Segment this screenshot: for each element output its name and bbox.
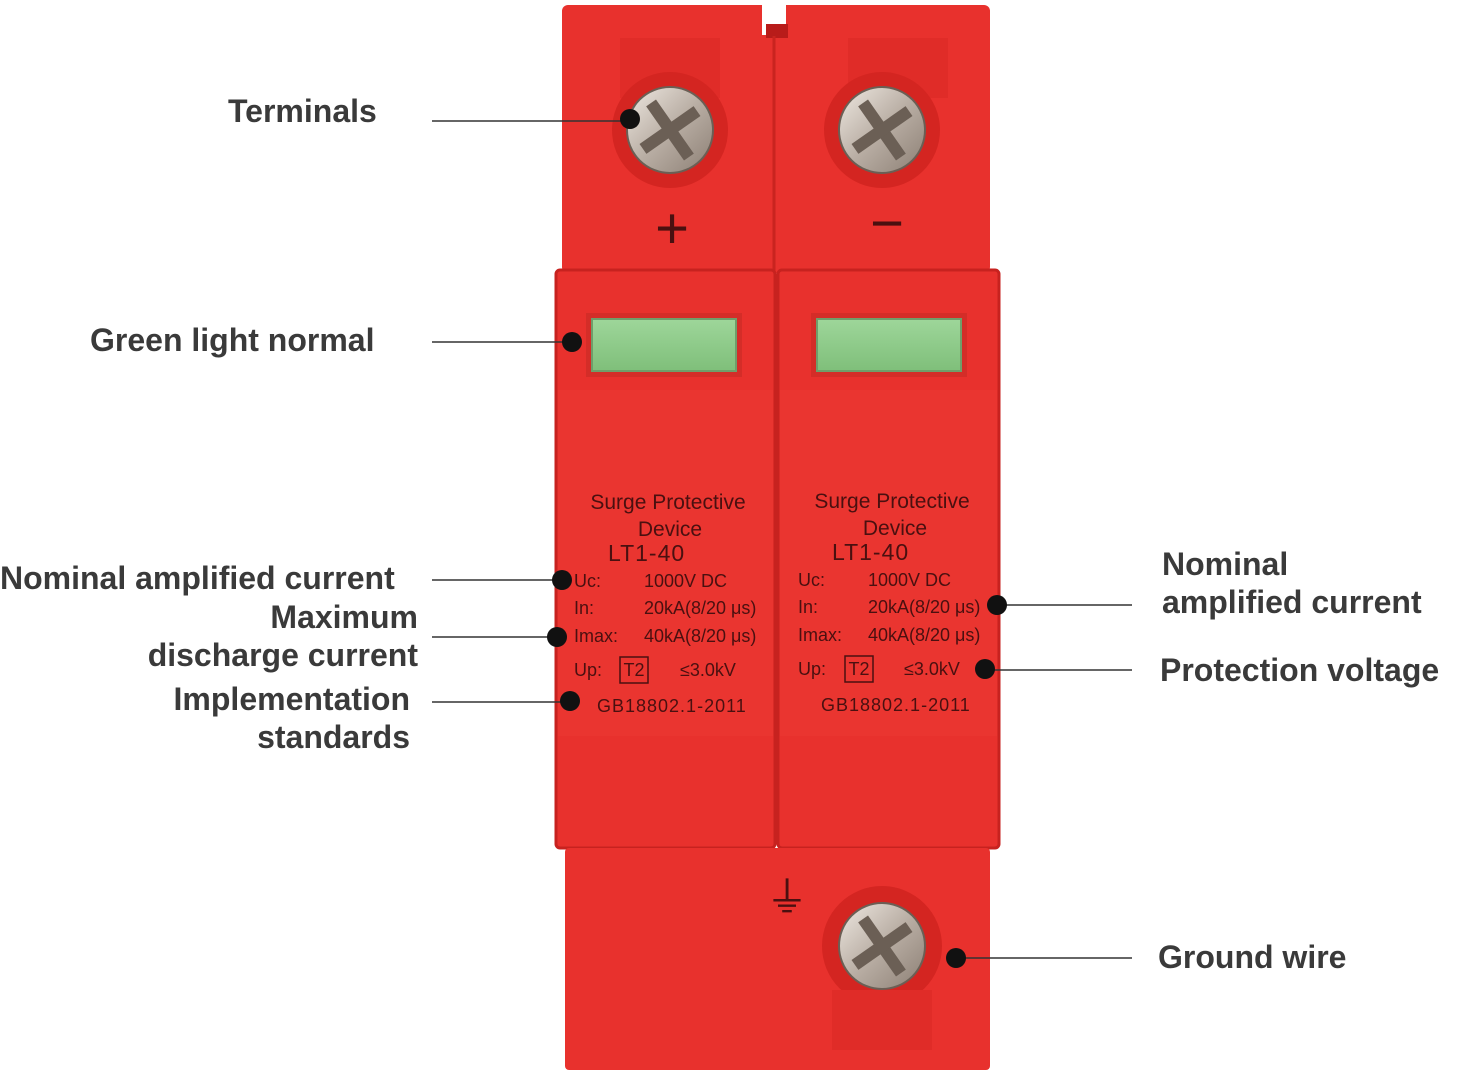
in-value: 20kA(8/20 μs) [868, 597, 980, 617]
callout-nominal-right-line1: Nominal [1162, 546, 1289, 582]
up-value: ≤3.0kV [680, 660, 736, 680]
callout-max-discharge: Maximum discharge current [100, 598, 418, 674]
up-class: T2 [623, 660, 644, 680]
module-title: Device [638, 518, 702, 541]
module-right-label: Surge Protective Device LT1-40 Uc: 1000V… [798, 490, 980, 715]
up-label: Up: [798, 659, 826, 679]
dot-nominal-right [987, 595, 1007, 615]
dot-ground-wire [946, 948, 966, 968]
callout-max-discharge-line1: Maximum [270, 599, 418, 635]
indicator-window-right [816, 318, 962, 372]
uc-label: Uc: [574, 571, 601, 591]
callout-nominal-right-line2: amplified current [1162, 584, 1422, 620]
callout-ground-wire: Ground wire [1158, 939, 1347, 975]
terminal-screw-positive [626, 86, 714, 174]
module-title: Surge Protective [590, 491, 745, 514]
imax-value: 40kA(8/20 μs) [644, 626, 756, 646]
callout-terminals: Terminals [228, 93, 377, 129]
callout-implementation-line2: standards [257, 719, 410, 755]
standard-text: GB18802.1-2011 [821, 695, 971, 715]
callout-implementation-line1: Implementation [173, 681, 410, 717]
dot-nominal-left [552, 570, 572, 590]
up-value: ≤3.0kV [904, 659, 960, 679]
dot-green-light [562, 332, 582, 352]
uc-label: Uc: [798, 570, 825, 590]
indicator-window-left [591, 318, 737, 372]
up-label: Up: [574, 660, 602, 680]
ground-screw [838, 902, 926, 990]
in-label: In: [574, 598, 594, 618]
up-class: T2 [848, 659, 869, 679]
callout-protection-voltage: Protection voltage [1160, 652, 1440, 688]
callout-implementation: Implementation standards [100, 680, 410, 756]
callout-nominal-right: Nominal amplified current [1162, 545, 1422, 621]
in-label: In: [798, 597, 818, 617]
ground-symbol-icon: ⏚ [766, 873, 808, 922]
callout-max-discharge-line2: discharge current [147, 637, 418, 673]
dot-max-discharge [547, 627, 567, 647]
standard-text: GB18802.1-2011 [597, 696, 747, 716]
module-model: LT1-40 [608, 540, 685, 566]
module-right [776, 268, 1001, 850]
callout-nominal-left: Nominal amplified current [0, 560, 395, 596]
module-left [554, 268, 777, 850]
uc-value: 1000V DC [868, 570, 951, 590]
module-title: Surge Protective [814, 490, 969, 513]
callout-dots [547, 109, 1007, 968]
imax-label: Imax: [574, 626, 618, 646]
top-terminal-housing [562, 5, 990, 273]
module-title: Device [863, 517, 927, 540]
module-left-label: Surge Protective Device LT1-40 Uc: 1000V… [574, 491, 756, 716]
minus-marking: − [870, 191, 904, 256]
dot-implementation [560, 691, 580, 711]
imax-label: Imax: [798, 625, 842, 645]
bottom-ground-housing: ⏚ [565, 848, 990, 1070]
in-value: 20kA(8/20 μs) [644, 598, 756, 618]
leader-lines [432, 120, 1132, 959]
uc-value: 1000V DC [644, 571, 727, 591]
terminal-screw-negative [838, 86, 926, 174]
dot-terminals [620, 109, 640, 129]
callout-green-light: Green light normal [90, 322, 375, 358]
module-model: LT1-40 [832, 539, 909, 565]
dot-protection-voltage [975, 659, 995, 679]
plus-marking: + [655, 196, 689, 261]
imax-value: 40kA(8/20 μs) [868, 625, 980, 645]
